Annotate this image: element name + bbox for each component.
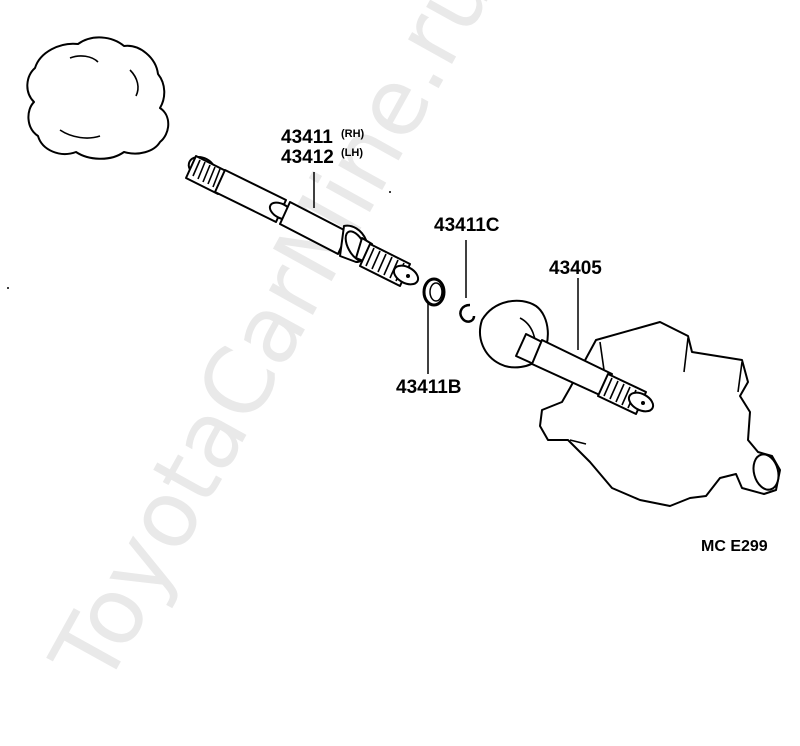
ring-43411b: [422, 277, 446, 307]
circlip-43411c: [459, 303, 476, 323]
boot-illustration: [26, 36, 170, 160]
inboard-shaft: [185, 155, 420, 287]
label-43411: 43411: [281, 127, 333, 148]
label-43411-side: (RH): [341, 128, 365, 140]
label-43412-side: (LH): [341, 147, 363, 159]
label-43411b: 43411B: [396, 377, 462, 398]
diagram-code: MC E299: [701, 538, 768, 555]
label-43411c: 43411C: [434, 215, 500, 236]
outboard-joint-assembly: [479, 299, 781, 507]
label-43405: 43405: [549, 258, 602, 279]
label-43412: 43412: [281, 147, 334, 168]
